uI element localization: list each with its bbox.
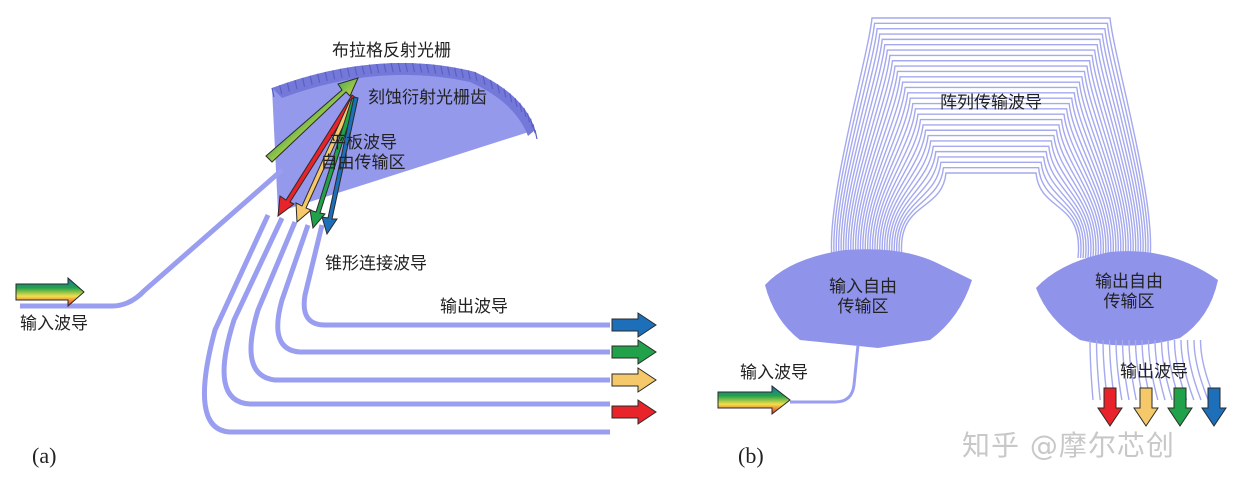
input-waveguide-a (20, 168, 284, 309)
out-arrow-blue (611, 312, 657, 338)
label-slab-waveguide: 平板波导 自由传输区 (320, 133, 406, 173)
etched-grating-teeth (271, 62, 538, 140)
incident-beam-arrow (265, 77, 359, 163)
label-input-waveguide-a: 输入波导 (20, 314, 88, 334)
panel-letter-b: (b) (738, 443, 764, 468)
label-etched-grating-teeth: 刻蚀衍射光栅齿 (368, 88, 487, 108)
input-free-region (765, 249, 972, 348)
label-output-waveguide-a: 输出波导 (440, 297, 508, 317)
panel-a (15, 62, 657, 435)
input-arrow-b (717, 384, 791, 416)
label-input-waveguide-b: 输入波导 (740, 363, 808, 383)
label-input-free-region: 输入自由 传输区 (818, 277, 908, 317)
panel-letter-a: (a) (32, 443, 57, 468)
input-arrow-a (15, 276, 85, 308)
bragg-grating (272, 63, 535, 136)
label-output-free-region: 输出自由 传输区 (1084, 272, 1174, 312)
down-arrow-green (1167, 387, 1193, 427)
output-arrows-b (1097, 387, 1227, 427)
label-taper-waveguide: 锥形连接波导 (325, 254, 427, 274)
label-output-fpr-line2: 传输区 (1103, 291, 1155, 312)
down-arrow-yellow (1133, 387, 1159, 427)
label-output-fpr-line1: 输出自由 (1095, 272, 1163, 292)
down-arrow-blue (1201, 387, 1227, 427)
label-slab-line2: 自由传输区 (320, 152, 406, 173)
output-waveguides-a (201, 213, 610, 435)
label-slab-line1: 平板波导 (329, 133, 397, 153)
label-input-fpr-line1: 输入自由 (829, 277, 897, 297)
label-output-waveguide-b: 输出波导 (1120, 362, 1188, 382)
watermark: 知乎 @摩尔芯创 (962, 429, 1175, 462)
output-free-region (1036, 251, 1218, 346)
input-waveguide-b (790, 344, 860, 404)
out-arrow-green (611, 339, 657, 365)
label-arrayed-waveguides: 阵列传输波导 (940, 93, 1042, 113)
arrayed-waveguides (830, 17, 1152, 259)
down-arrow-red (1097, 387, 1123, 427)
out-arrow-yellow (611, 367, 657, 393)
panel-b (717, 17, 1227, 427)
label-input-fpr-line2: 传输区 (837, 296, 889, 317)
dispersed-beams (277, 94, 359, 236)
label-bragg-grating: 布拉格反射光栅 (332, 41, 451, 61)
output-arrows-a (611, 312, 657, 425)
beam-blue (321, 96, 359, 236)
out-arrow-red (611, 399, 657, 425)
